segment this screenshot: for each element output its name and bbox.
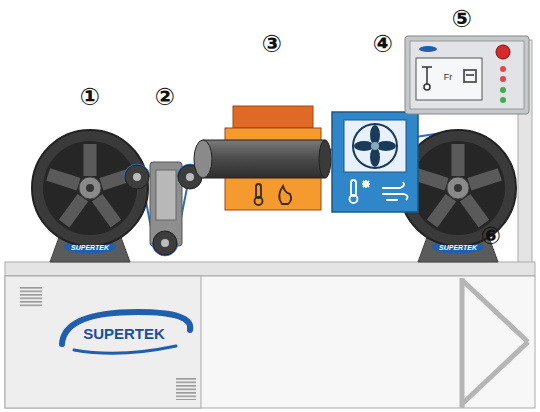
callout-number: ③ (262, 32, 282, 56)
callout-number: ① (80, 85, 100, 109)
callout-number: ⑥ (481, 224, 501, 248)
callout-number: ⑤ (452, 7, 472, 31)
screen-text: Fr (444, 73, 453, 82)
callout-number: ④ (373, 32, 393, 56)
callout-number: ② (155, 85, 175, 109)
stand-logo: SUPERTEK (439, 244, 477, 251)
stand-logo: SUPERTEK (71, 244, 109, 251)
cabinet-logo: SUPERTEK (83, 326, 165, 341)
